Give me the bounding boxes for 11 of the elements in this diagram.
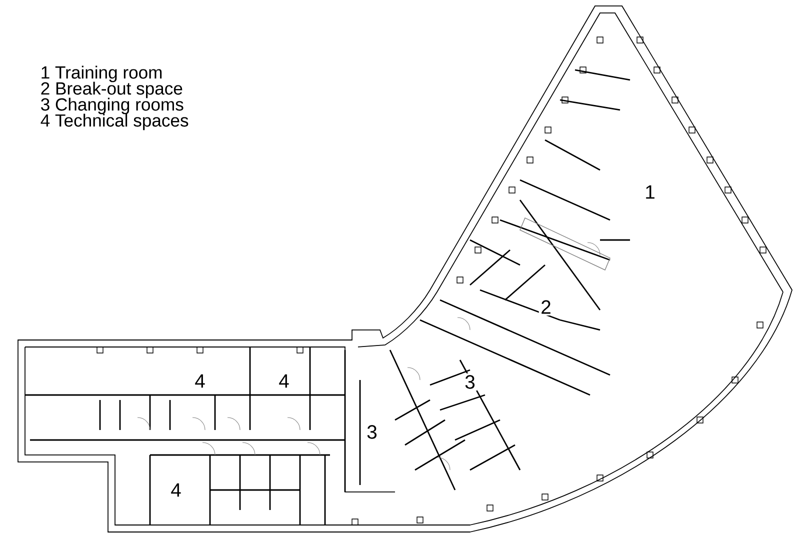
legend-text: 3 Changing rooms bbox=[41, 98, 184, 114]
room-number: 3 bbox=[364, 423, 380, 441]
legend-text: 1 Training room bbox=[42, 66, 162, 82]
room-number: 1 bbox=[642, 184, 658, 200]
room-number: 4 bbox=[168, 482, 184, 498]
room-number: 3 bbox=[462, 373, 478, 391]
room-number: 4 bbox=[192, 372, 208, 390]
room-number: 2 bbox=[538, 298, 554, 316]
legend-text: 4 Technical spaces bbox=[40, 114, 188, 130]
legend-text: 2 Break-out space bbox=[41, 82, 182, 98]
room-number: 4 bbox=[276, 372, 292, 390]
